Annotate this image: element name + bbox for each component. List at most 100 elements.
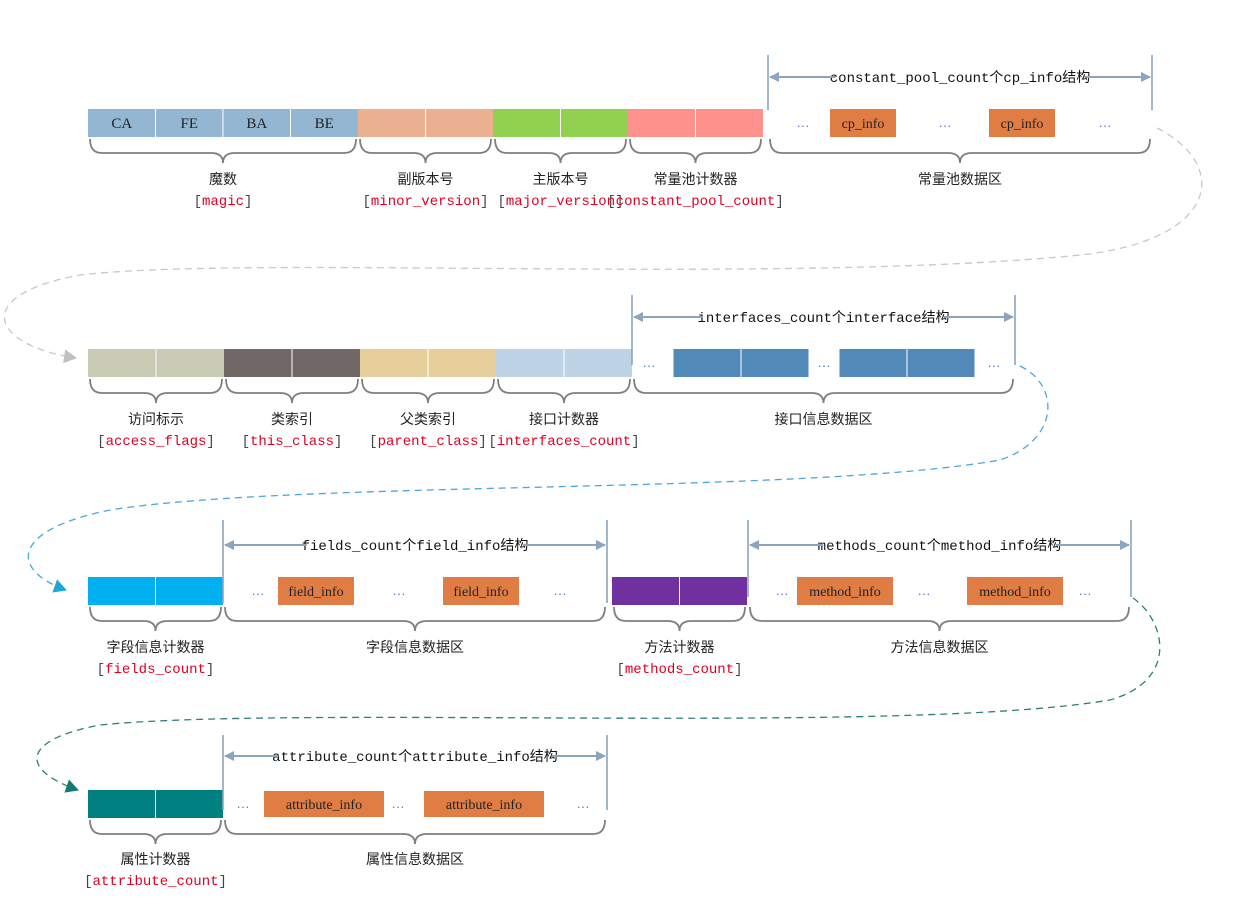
field-name: [major_version] (497, 194, 623, 210)
area-label: 接口信息数据区 (775, 411, 873, 428)
byte-value: BE (315, 116, 334, 132)
brace-interfaces (633, 378, 1014, 404)
ellipsis: … (939, 115, 952, 130)
info-box (989, 109, 1055, 137)
field-constant-pool-count: 常量池计数器[constant_pool_count] (607, 109, 784, 210)
byte-cell (360, 349, 428, 377)
ellipsis: … (577, 796, 590, 811)
area-label: 方法信息数据区 (891, 639, 989, 656)
area-label: 常量池数据区 (918, 172, 1002, 188)
span-label: interfaces_count个interface结构 (697, 310, 949, 327)
field-this-class: 类索引[this_class] (224, 349, 360, 450)
ellipsis: … (392, 796, 405, 811)
field-parent-class: 父类索引[parent_class] (360, 349, 496, 450)
byte-cell (425, 109, 493, 137)
info-box-label: field_info (453, 585, 508, 600)
field-label: 属性计数器 (121, 852, 191, 868)
area-interfaces: ………接口信息数据区 (643, 349, 1001, 428)
info-box-label: field_info (288, 585, 343, 600)
ellipsis: … (1099, 115, 1112, 130)
brace-fields-count (89, 606, 222, 632)
field-name: [attribute_count] (84, 874, 227, 890)
info-box-label: attribute_info (446, 798, 522, 813)
field-interfaces-count: 接口计数器[interfaces_count] (488, 349, 640, 450)
field-label: 魔数 (209, 172, 237, 188)
byte-cell (223, 109, 291, 137)
brace-constant-pool-count (629, 138, 762, 164)
field-name: [minor_version] (362, 194, 488, 210)
brace-fields (224, 606, 606, 632)
ellipsis: … (252, 583, 265, 598)
byte-cell (564, 349, 632, 377)
brace-methods-count (613, 606, 746, 632)
ellipsis: … (776, 583, 789, 598)
field-major-version: 主版本号 [major_version] (493, 109, 628, 210)
field-name: [access_flags] (97, 434, 215, 450)
field-attribute-count: 属性计数器 [attribute_count] (84, 790, 227, 890)
byte-cell (155, 790, 223, 818)
row-connectors (3, 127, 1203, 793)
byte-cell (560, 109, 628, 137)
field-magic: CA FE BA BE 魔数 [magic] (88, 109, 358, 210)
connector-row1-to-row2 (3, 127, 1203, 364)
byte-value: BA (246, 116, 267, 132)
span-attributes: attribute_count个attribute_info结构 (222, 735, 608, 810)
byte-cell (496, 349, 564, 377)
ellipsis: … (918, 583, 931, 598)
span-label: fields_count个field_info结构 (302, 538, 529, 555)
field-label: 访问标示 (128, 412, 184, 428)
area-attributes: …attribute_info…attribute_info…属性信息数据区 (237, 791, 590, 868)
span-methods: methods_count个method_info结构 (747, 520, 1132, 597)
field-label: 类索引 (271, 411, 313, 428)
ellipsis: … (554, 583, 567, 598)
field-minor-version: 副版本号[minor_version] (358, 109, 493, 210)
area-label: 属性信息数据区 (366, 851, 464, 868)
ellipsis: … (1079, 583, 1092, 598)
field-access-flags: 访问标示 [access_flags] (88, 349, 224, 450)
field-label: 主版本号 (533, 172, 589, 188)
field-name: [parent_class] (369, 434, 487, 450)
brace-this-class (225, 378, 359, 404)
byte-cell (88, 109, 156, 137)
brace-constant-pool (769, 138, 1151, 164)
brace-major-version (494, 138, 627, 164)
info-box-label: cp_info (1001, 117, 1044, 132)
info-box (278, 577, 354, 605)
byte-cell (493, 109, 561, 137)
info-box (264, 791, 384, 817)
byte-cell (224, 349, 292, 377)
field-methods-count: 方法计数器[methods_count] (612, 577, 747, 678)
info-box (797, 577, 893, 605)
brace-attribute-count (89, 819, 222, 845)
byte-value: CA (111, 116, 132, 132)
field-name: [magic] (194, 194, 253, 210)
span-label: attribute_count个attribute_info结构 (272, 749, 558, 766)
info-box (443, 577, 519, 605)
info-box-label: method_info (979, 585, 1051, 600)
ellipsis: … (797, 115, 810, 130)
info-box-label: cp_info (842, 117, 885, 132)
byte-value: FE (180, 116, 198, 132)
area-methods: …method_info…method_info…方法信息数据区 (776, 577, 1092, 656)
byte-cell (155, 577, 223, 605)
field-fields-count: 字段信息计数器[fields_count] (88, 577, 223, 678)
field-name: [fields_count] (97, 662, 215, 678)
field-name: [methods_count] (616, 662, 742, 678)
brace-interfaces-count (497, 378, 631, 404)
brace-minor-version (359, 138, 492, 164)
info-box (967, 577, 1063, 605)
ellipsis: … (393, 583, 406, 598)
byte-cell (292, 349, 360, 377)
field-label: 接口计数器 (529, 411, 599, 428)
field-name: [constant_pool_count] (607, 194, 783, 210)
brace-magic (89, 138, 357, 164)
byte-cell (88, 790, 156, 818)
byte-cell (290, 109, 358, 137)
span-fields: fields_count个field_info结构 (222, 520, 608, 603)
brace-attributes (224, 819, 606, 845)
byte-cell (358, 109, 426, 137)
span-interfaces: interfaces_count个interface结构 (631, 295, 1016, 365)
span-label: constant_pool_count个cp_info结构 (830, 70, 1090, 87)
brace-methods (749, 606, 1130, 632)
